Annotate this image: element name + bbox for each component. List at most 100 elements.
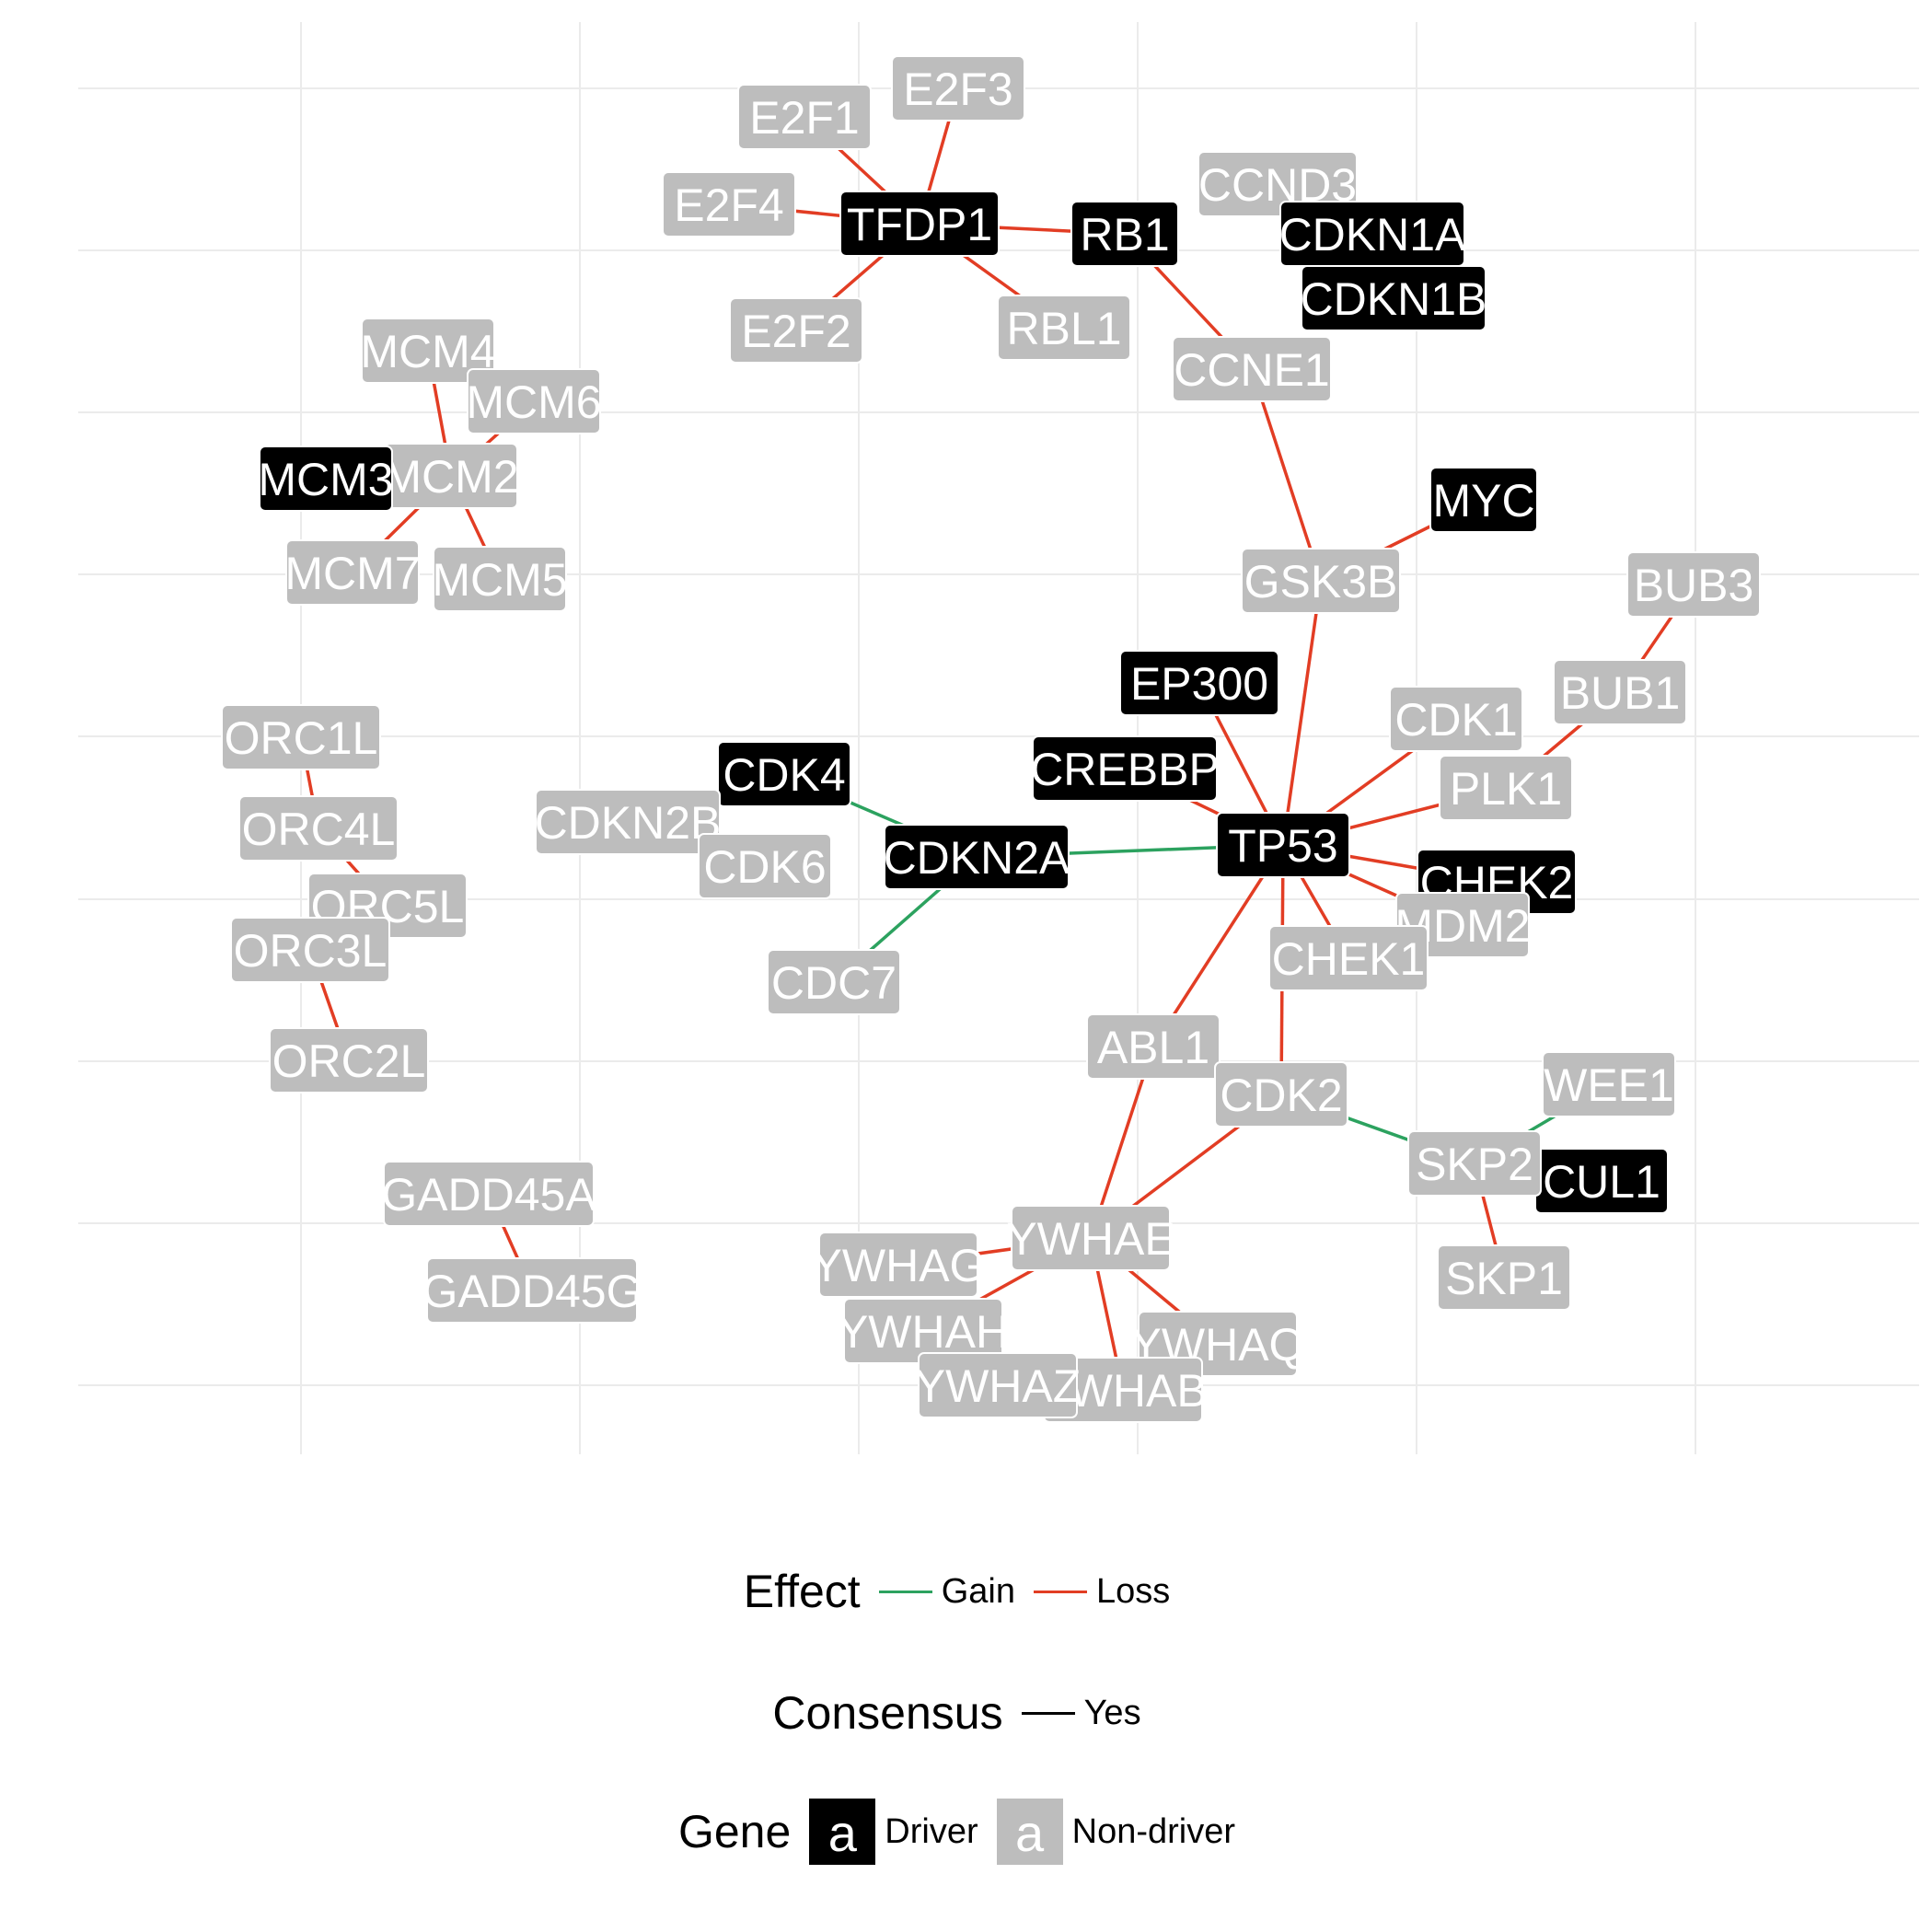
node-box xyxy=(467,368,601,434)
node-label: MCM2 xyxy=(383,451,518,503)
node-ywhag: YWHAG xyxy=(812,1232,985,1298)
node-e2f1: E2F1 xyxy=(737,84,872,150)
node-box xyxy=(1301,265,1487,331)
node-box xyxy=(361,318,495,384)
node-cdkn2a: CDKN2A xyxy=(884,824,1070,890)
node-mcm7: MCM7 xyxy=(284,539,421,606)
node-cdk4: CDK4 xyxy=(717,741,851,807)
node-label: GSK3B xyxy=(1244,556,1398,607)
node-label: GADD45A xyxy=(381,1169,596,1221)
node-label: PLK1 xyxy=(1450,763,1562,815)
node-box xyxy=(535,789,721,855)
node-box xyxy=(918,1352,1078,1418)
node-cdk1: CDK1 xyxy=(1389,686,1523,752)
node-label: RBL1 xyxy=(1006,303,1121,354)
node-label: BUB3 xyxy=(1634,560,1754,611)
node-cdkn2b: CDKN2B xyxy=(535,789,721,855)
node-label: CDK6 xyxy=(703,841,826,893)
node-myc: MYC xyxy=(1429,467,1538,533)
node-mcm5: MCM5 xyxy=(432,546,568,612)
loss-label: Loss xyxy=(1095,1571,1171,1611)
node-gadd45a: GADD45A xyxy=(381,1161,596,1227)
node-label: E2F4 xyxy=(674,179,784,231)
edge-ccne1-gsk3b xyxy=(1250,368,1323,582)
node-cul1: CUL1 xyxy=(1534,1148,1669,1214)
consensus-legend: Consensus Yes xyxy=(0,1686,1932,1740)
node-label: TP53 xyxy=(1228,820,1338,872)
driver-key: a xyxy=(809,1799,876,1865)
node-label: CREBBP xyxy=(1030,744,1220,795)
node-box xyxy=(1439,755,1573,821)
non-driver-label: Non-driver xyxy=(1071,1811,1236,1851)
node-label: MCM3 xyxy=(258,454,393,505)
node-label: CHEK1 xyxy=(1272,933,1426,985)
node-label: YWHAZ xyxy=(915,1360,1082,1412)
node-rbl1: RBL1 xyxy=(997,295,1131,361)
node-label: ORC1L xyxy=(225,712,378,764)
node-orc4l: ORC4L xyxy=(238,795,399,862)
node-label: MCM6 xyxy=(466,376,601,428)
node-box xyxy=(1032,735,1218,802)
node-cdk6: CDK6 xyxy=(698,833,832,899)
node-box xyxy=(259,445,393,512)
gene-legend: Gene a Driver a Non-driver xyxy=(0,1799,1932,1865)
node-label: EP300 xyxy=(1130,658,1268,710)
node-label: CDC7 xyxy=(771,957,897,1009)
node-label: CDK4 xyxy=(723,749,845,801)
node-label: CDK2 xyxy=(1220,1070,1342,1121)
node-label: ORC4L xyxy=(242,804,396,855)
node-box xyxy=(891,55,1025,121)
node-cdk2: CDK2 xyxy=(1214,1061,1348,1128)
node-box xyxy=(1216,812,1350,878)
node-box xyxy=(1011,1205,1171,1271)
node-orc2l: ORC2L xyxy=(269,1027,429,1093)
gain-label: Gain xyxy=(941,1571,1015,1611)
node-box xyxy=(767,949,901,1015)
consensus-legend-title: Consensus xyxy=(772,1687,1003,1739)
node-tp53: TP53 xyxy=(1216,812,1350,878)
node-box xyxy=(884,824,1070,890)
node-ccne1: CCNE1 xyxy=(1172,336,1332,402)
node-label: CDKN1B xyxy=(1301,273,1487,325)
node-gadd45g: GADD45G xyxy=(422,1257,642,1324)
node-mcm3: MCM3 xyxy=(258,445,394,512)
node-box xyxy=(839,191,1000,257)
node-wee1: WEE1 xyxy=(1542,1051,1676,1117)
node-box xyxy=(1119,650,1279,716)
effect-legend-title: Effect xyxy=(743,1566,861,1617)
node-bub3: BUB3 xyxy=(1626,551,1761,618)
node-box xyxy=(1086,1013,1221,1080)
node-label: CDKN2A xyxy=(884,832,1070,884)
node-chek1: CHEK1 xyxy=(1268,925,1429,991)
node-tfdp1: TFDP1 xyxy=(839,191,1000,257)
node-box xyxy=(1241,548,1401,614)
node-box xyxy=(383,1161,595,1227)
node-ywhae: YWHAE xyxy=(1006,1205,1175,1271)
node-label: WEE1 xyxy=(1544,1059,1674,1111)
node-box xyxy=(818,1232,978,1298)
consensus-yes-label: Yes xyxy=(1083,1693,1141,1732)
consensus-line-key xyxy=(1021,1711,1075,1715)
node-box xyxy=(1214,1061,1348,1128)
node-label: GADD45G xyxy=(422,1266,642,1317)
edge-gsk3b-tp53 xyxy=(1281,580,1323,846)
node-gsk3b: GSK3B xyxy=(1241,548,1401,614)
node-box xyxy=(1070,201,1179,267)
node-label: E2F1 xyxy=(749,92,860,144)
node-box xyxy=(269,1027,429,1093)
node-box xyxy=(1553,659,1687,725)
node-e2f4: E2F4 xyxy=(662,171,796,237)
node-label: ORC3L xyxy=(234,925,388,977)
node-label: MCM5 xyxy=(432,554,567,606)
node-ywhab: YWHAB xyxy=(1038,1357,1208,1423)
node-label: MCM7 xyxy=(284,548,420,599)
node-orc3l: ORC3L xyxy=(230,917,390,983)
edge-tp53-abl1 xyxy=(1151,844,1285,1047)
node-label: YWHAH xyxy=(838,1306,1009,1358)
node-box xyxy=(221,704,381,770)
node-box xyxy=(238,795,399,862)
node-box xyxy=(737,84,872,150)
node-cdkn1a: CDKN1A xyxy=(1279,201,1466,267)
node-e2f3: E2F3 xyxy=(891,55,1025,121)
